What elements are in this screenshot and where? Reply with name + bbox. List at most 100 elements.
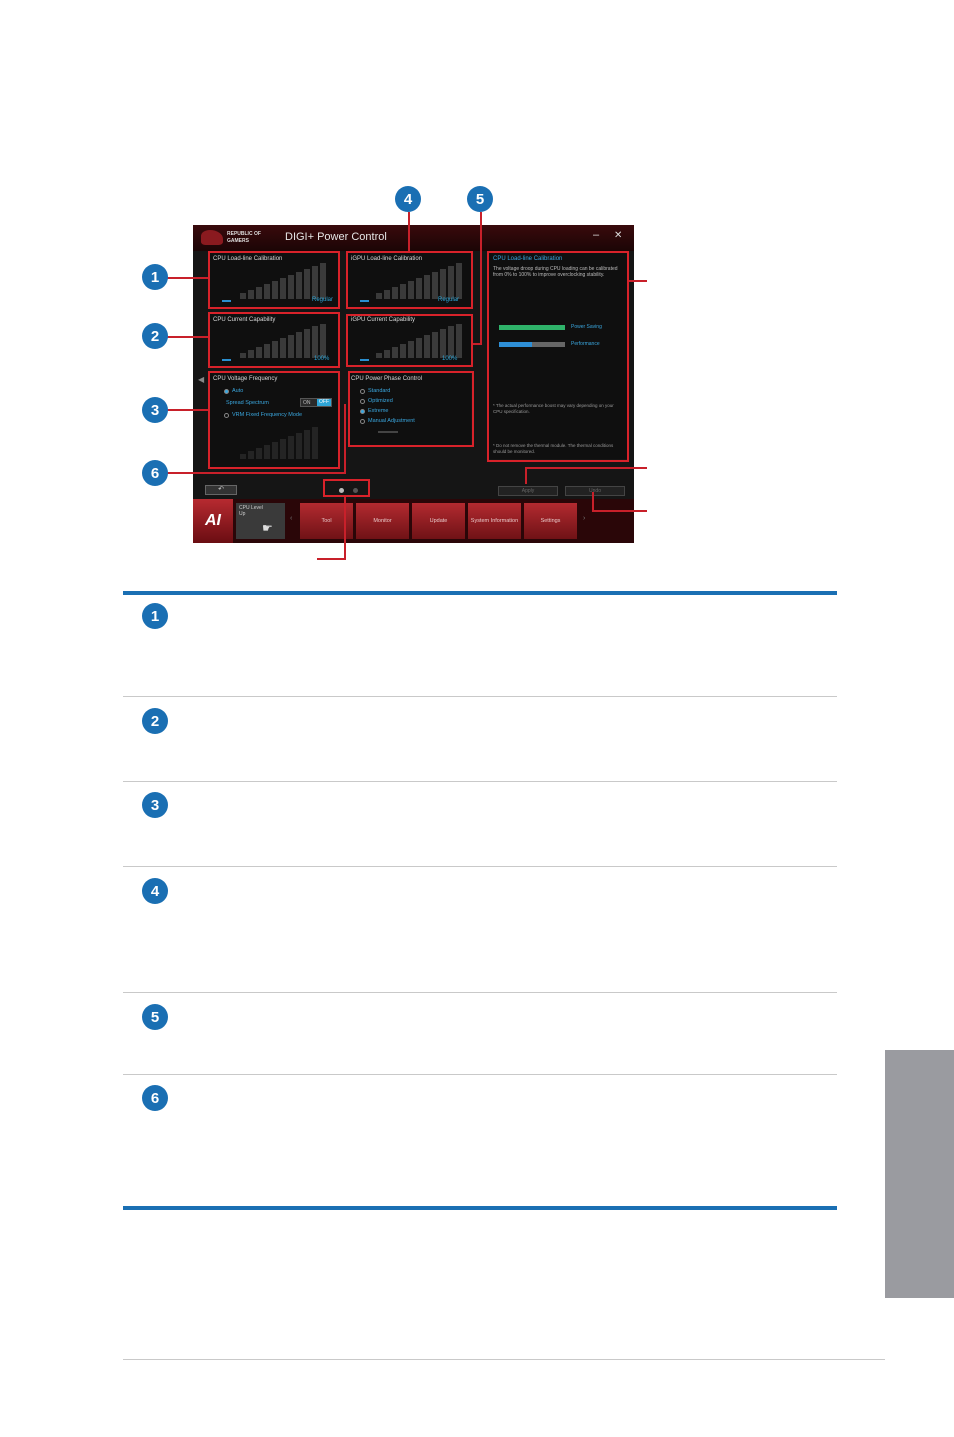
igpu-llc-panel: iGPU Load-line Calibration Regular [348, 253, 471, 307]
igpu-llc-slider[interactable] [376, 263, 462, 299]
table-bottom-rule [123, 1206, 837, 1210]
vrm-fixed-label: VRM Fixed Frequency Mode [232, 412, 302, 418]
row-callout-4: 4 [142, 878, 168, 904]
page-dot-2[interactable] [353, 488, 358, 493]
leader-line-apply-v [525, 467, 527, 484]
phase-radio-manual[interactable] [360, 419, 365, 424]
row-divider-1 [123, 696, 837, 697]
chapter-side-tab [885, 1050, 954, 1298]
auto-radio[interactable] [224, 389, 229, 394]
title-bar: REPUBLIC OF GAMERS DIGI+ Power Control –… [193, 225, 634, 251]
highlight-box-6 [348, 371, 474, 447]
close-button[interactable]: ✕ [614, 230, 623, 241]
window-title: DIGI+ Power Control [285, 231, 387, 243]
leader-line-apply-h [525, 467, 647, 469]
cpu-llc-level-marker [222, 300, 231, 302]
leader-line-undo-h [592, 510, 647, 512]
cpu-llc-slider[interactable] [240, 263, 326, 299]
highlight-box-4 [346, 251, 473, 309]
cpu-level-up-label: CPU Level Up [239, 505, 263, 517]
manual-adjust-slider[interactable] [378, 431, 398, 433]
highlight-box-info [487, 251, 629, 462]
phase-radio-optimized[interactable] [360, 399, 365, 404]
callout-2: 2 [142, 323, 168, 349]
vrm-frequency-slider[interactable] [240, 427, 318, 459]
cpu-current-panel: CPU Current Capability 100% [210, 314, 338, 366]
ai-suite-toolbar: AI CPU Level Up ☛ ‹ Tool Monitor Update … [193, 499, 634, 543]
info-panel: CPU Load-line Calibration The voltage dr… [489, 253, 627, 459]
cpu-current-slider[interactable] [240, 324, 326, 358]
leader-line-1 [167, 277, 208, 279]
page-dot-1[interactable] [339, 488, 344, 493]
toggle-off-label: OFF [317, 399, 331, 406]
leader-line-dots-h [317, 558, 346, 560]
phase-option-optimized: Optimized [368, 398, 393, 404]
spread-spectrum-label: Spread Spectrum [226, 400, 269, 406]
monitor-button[interactable]: Monitor [356, 503, 409, 539]
cpu-vfreq-title: CPU Voltage Frequency [213, 376, 278, 382]
igpu-llc-level-marker [360, 300, 369, 302]
footer-rule [123, 1359, 885, 1360]
cpu-current-title: CPU Current Capability [213, 317, 276, 323]
callout-1: 1 [142, 264, 168, 290]
highlight-box-1 [208, 251, 340, 309]
igpu-current-slider[interactable] [376, 324, 462, 358]
callout-5: 5 [467, 186, 493, 212]
leader-line-info [629, 280, 647, 282]
system-information-button[interactable]: System Information [468, 503, 521, 539]
update-button[interactable]: Update [412, 503, 465, 539]
callout-4: 4 [395, 186, 421, 212]
leader-line-dots-v [344, 497, 346, 560]
rog-logo-icon [201, 230, 223, 245]
cpu-llc-panel: CPU Load-line Calibration Regular [210, 253, 338, 307]
leader-line-3 [167, 409, 208, 411]
page-left-arrow-icon[interactable]: ◀ [198, 375, 205, 384]
phase-option-standard: Standard [368, 388, 391, 394]
leader-line-5a [480, 212, 482, 345]
igpu-llc-value: Regular [438, 297, 460, 303]
row-divider-5 [123, 1074, 837, 1075]
leader-line-undo-v [592, 492, 594, 512]
leader-line-6a [167, 472, 346, 474]
info-text: The voltage droop during CPU loading can… [493, 266, 618, 278]
spread-spectrum-toggle[interactable]: ON OFF [300, 398, 332, 407]
digi-power-window: REPUBLIC OF GAMERS DIGI+ Power Control –… [193, 225, 634, 543]
row-divider-2 [123, 781, 837, 782]
row-callout-3: 3 [142, 792, 168, 818]
hand-pointer-icon: ☛ [262, 521, 273, 535]
phase-radio-extreme[interactable] [360, 409, 365, 414]
igpu-current-panel: iGPU Current Capability 100% [348, 314, 471, 366]
cpu-phase-title: CPU Power Phase Control [351, 376, 423, 382]
apply-button[interactable]: Apply [498, 486, 558, 496]
performance-bar [499, 342, 565, 347]
highlight-box-3 [208, 371, 340, 469]
row-callout-6: 6 [142, 1085, 168, 1111]
settings-button[interactable]: Settings [524, 503, 577, 539]
minimize-button[interactable]: – [593, 229, 600, 241]
leader-line-5b [473, 343, 482, 345]
callout-3: 3 [142, 397, 168, 423]
toolbar-left-arrow-icon[interactable]: ‹ [290, 515, 293, 522]
cpu-current-value: 100% [314, 356, 330, 362]
table-top-rule [123, 591, 837, 595]
info-title: CPU Load-line Calibration [493, 256, 563, 262]
brand-line2: GAMERS [227, 238, 249, 244]
vrm-fixed-radio[interactable] [224, 413, 229, 418]
undo-button[interactable]: Undo [565, 486, 625, 496]
cpu-llc-value: Regular [312, 297, 334, 303]
cpu-current-level-marker [222, 359, 231, 361]
row-callout-2: 2 [142, 708, 168, 734]
toolbar-right-arrow-icon[interactable]: › [583, 515, 586, 522]
igpu-current-level-marker [360, 359, 369, 361]
highlight-box-2 [208, 312, 340, 368]
highlight-box-5 [346, 314, 473, 367]
back-button[interactable]: ↶ [205, 485, 237, 495]
leader-line-6b [344, 404, 346, 474]
cpu-level-up-widget[interactable]: CPU Level Up ☛ [236, 503, 285, 539]
row-divider-3 [123, 866, 837, 867]
row-callout-5: 5 [142, 1004, 168, 1030]
phase-radio-standard[interactable] [360, 389, 365, 394]
ai-suite-logo[interactable]: AI [193, 499, 233, 543]
phase-option-extreme: Extreme [368, 408, 389, 414]
row-callout-1: 1 [142, 603, 168, 629]
